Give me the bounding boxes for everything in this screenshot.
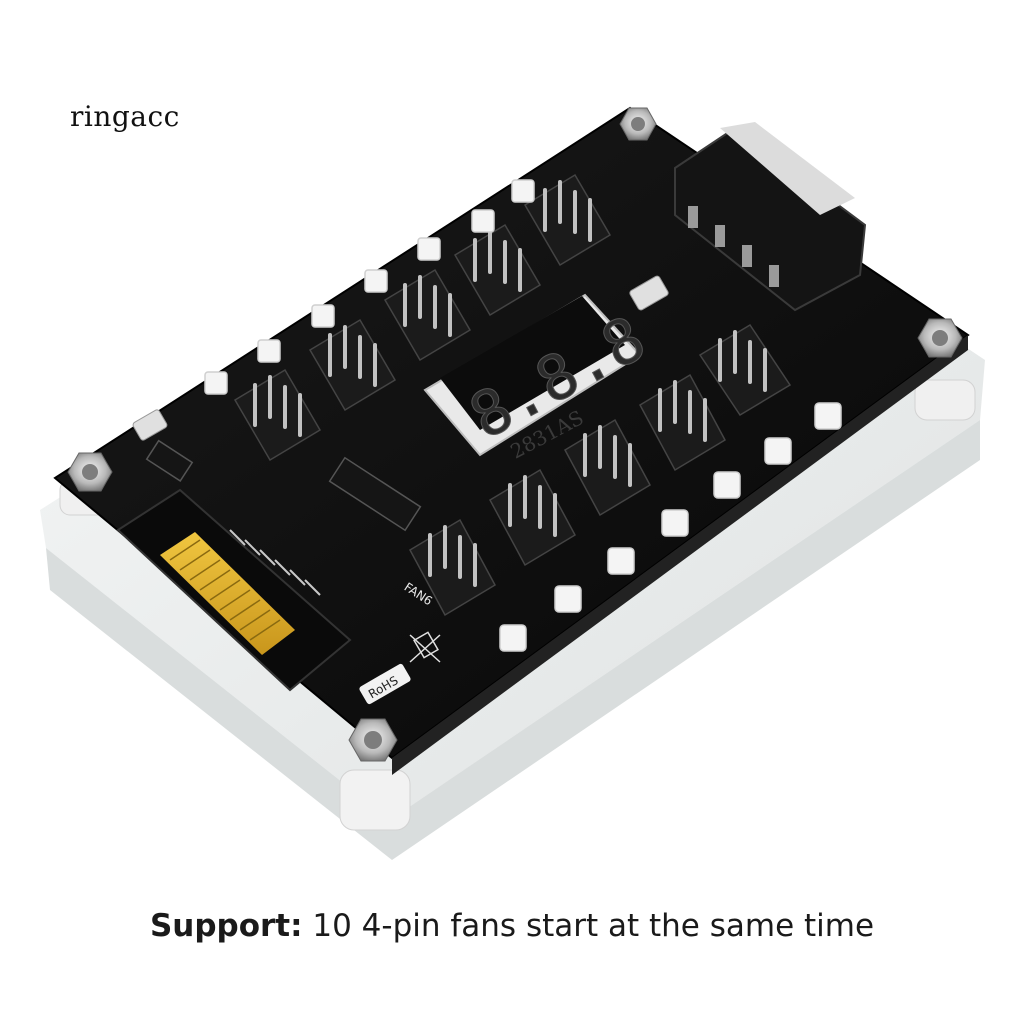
rgb-led: [499, 624, 527, 652]
rgb-led: [364, 269, 388, 293]
rgb-led: [607, 547, 635, 575]
rgb-led: [661, 509, 689, 537]
rgb-led: [471, 209, 495, 233]
caption-text: 10 4-pin fans start at the same time: [312, 908, 875, 944]
rgb-led: [814, 402, 842, 430]
hex-nut: [619, 107, 657, 141]
rgb-led: [713, 471, 741, 499]
hex-nut: [917, 318, 963, 358]
sata-connector: [116, 488, 352, 692]
rgb-led: [764, 437, 792, 465]
molex-connector: [674, 122, 867, 312]
brand-watermark: ringacc: [70, 100, 180, 133]
rgb-led: [554, 585, 582, 613]
caption-label: Support:: [149, 908, 303, 944]
rgb-leds: [204, 179, 842, 652]
mounting-nuts: [67, 107, 963, 762]
rgb-led: [511, 179, 535, 203]
header-pins: [253, 180, 767, 587]
hex-nut: [67, 452, 113, 492]
recycling-bin-mark: [409, 631, 441, 663]
caption: Support: 10 4-pin fans start at the same…: [0, 908, 1024, 944]
hex-nut: [348, 718, 398, 762]
ic-chips: [145, 439, 422, 532]
rgb-led: [257, 339, 281, 363]
pcb-edge: [392, 335, 968, 775]
rgb-led: [204, 371, 228, 395]
push-buttons: [132, 275, 669, 441]
rgb-led: [311, 304, 335, 328]
rgb-led: [417, 237, 441, 261]
